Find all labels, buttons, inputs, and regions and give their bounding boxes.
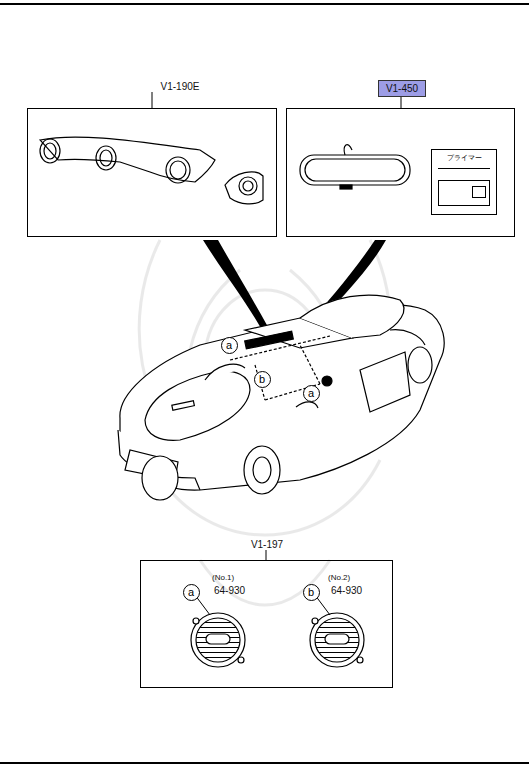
callout-circle: b — [254, 371, 271, 388]
callout-circle: a — [183, 584, 200, 601]
callout-circle: b — [303, 584, 320, 601]
part-number: 64-930 — [331, 586, 362, 596]
page-rule — [0, 3, 529, 5]
callout-circle: a — [303, 385, 320, 402]
leader-line — [152, 92, 153, 108]
air-vent — [191, 613, 364, 667]
car-illustration — [118, 295, 444, 500]
leader-wedge — [203, 240, 268, 330]
callout-letter: b — [308, 587, 314, 598]
page-rule — [0, 762, 529, 764]
part-number: 64-930 — [214, 586, 245, 596]
meter-hood — [40, 137, 263, 204]
primer-label: プライマー — [432, 153, 496, 163]
part-group-box: V1-190E — [27, 108, 277, 237]
part-group-box: V1-450プライマー — [286, 108, 515, 237]
group-ref-number: V1-197 — [249, 539, 285, 550]
rear-view-mirror — [300, 145, 410, 189]
callout-letter: a — [188, 587, 194, 598]
primer-box: プライマー — [431, 149, 497, 215]
position-note: (No.2) — [328, 574, 350, 582]
group-ref-number: V1-190E — [159, 81, 202, 92]
position-note: (No.1) — [212, 574, 234, 582]
part-group-box: V1-197ab — [140, 560, 393, 688]
callout-circle: a — [221, 337, 238, 354]
leader-line — [401, 96, 402, 108]
callout-letter: a — [308, 388, 314, 399]
group-ref-number: V1-450 — [378, 80, 426, 97]
callout-letter: a — [226, 340, 232, 351]
callout-letter: b — [259, 374, 265, 385]
